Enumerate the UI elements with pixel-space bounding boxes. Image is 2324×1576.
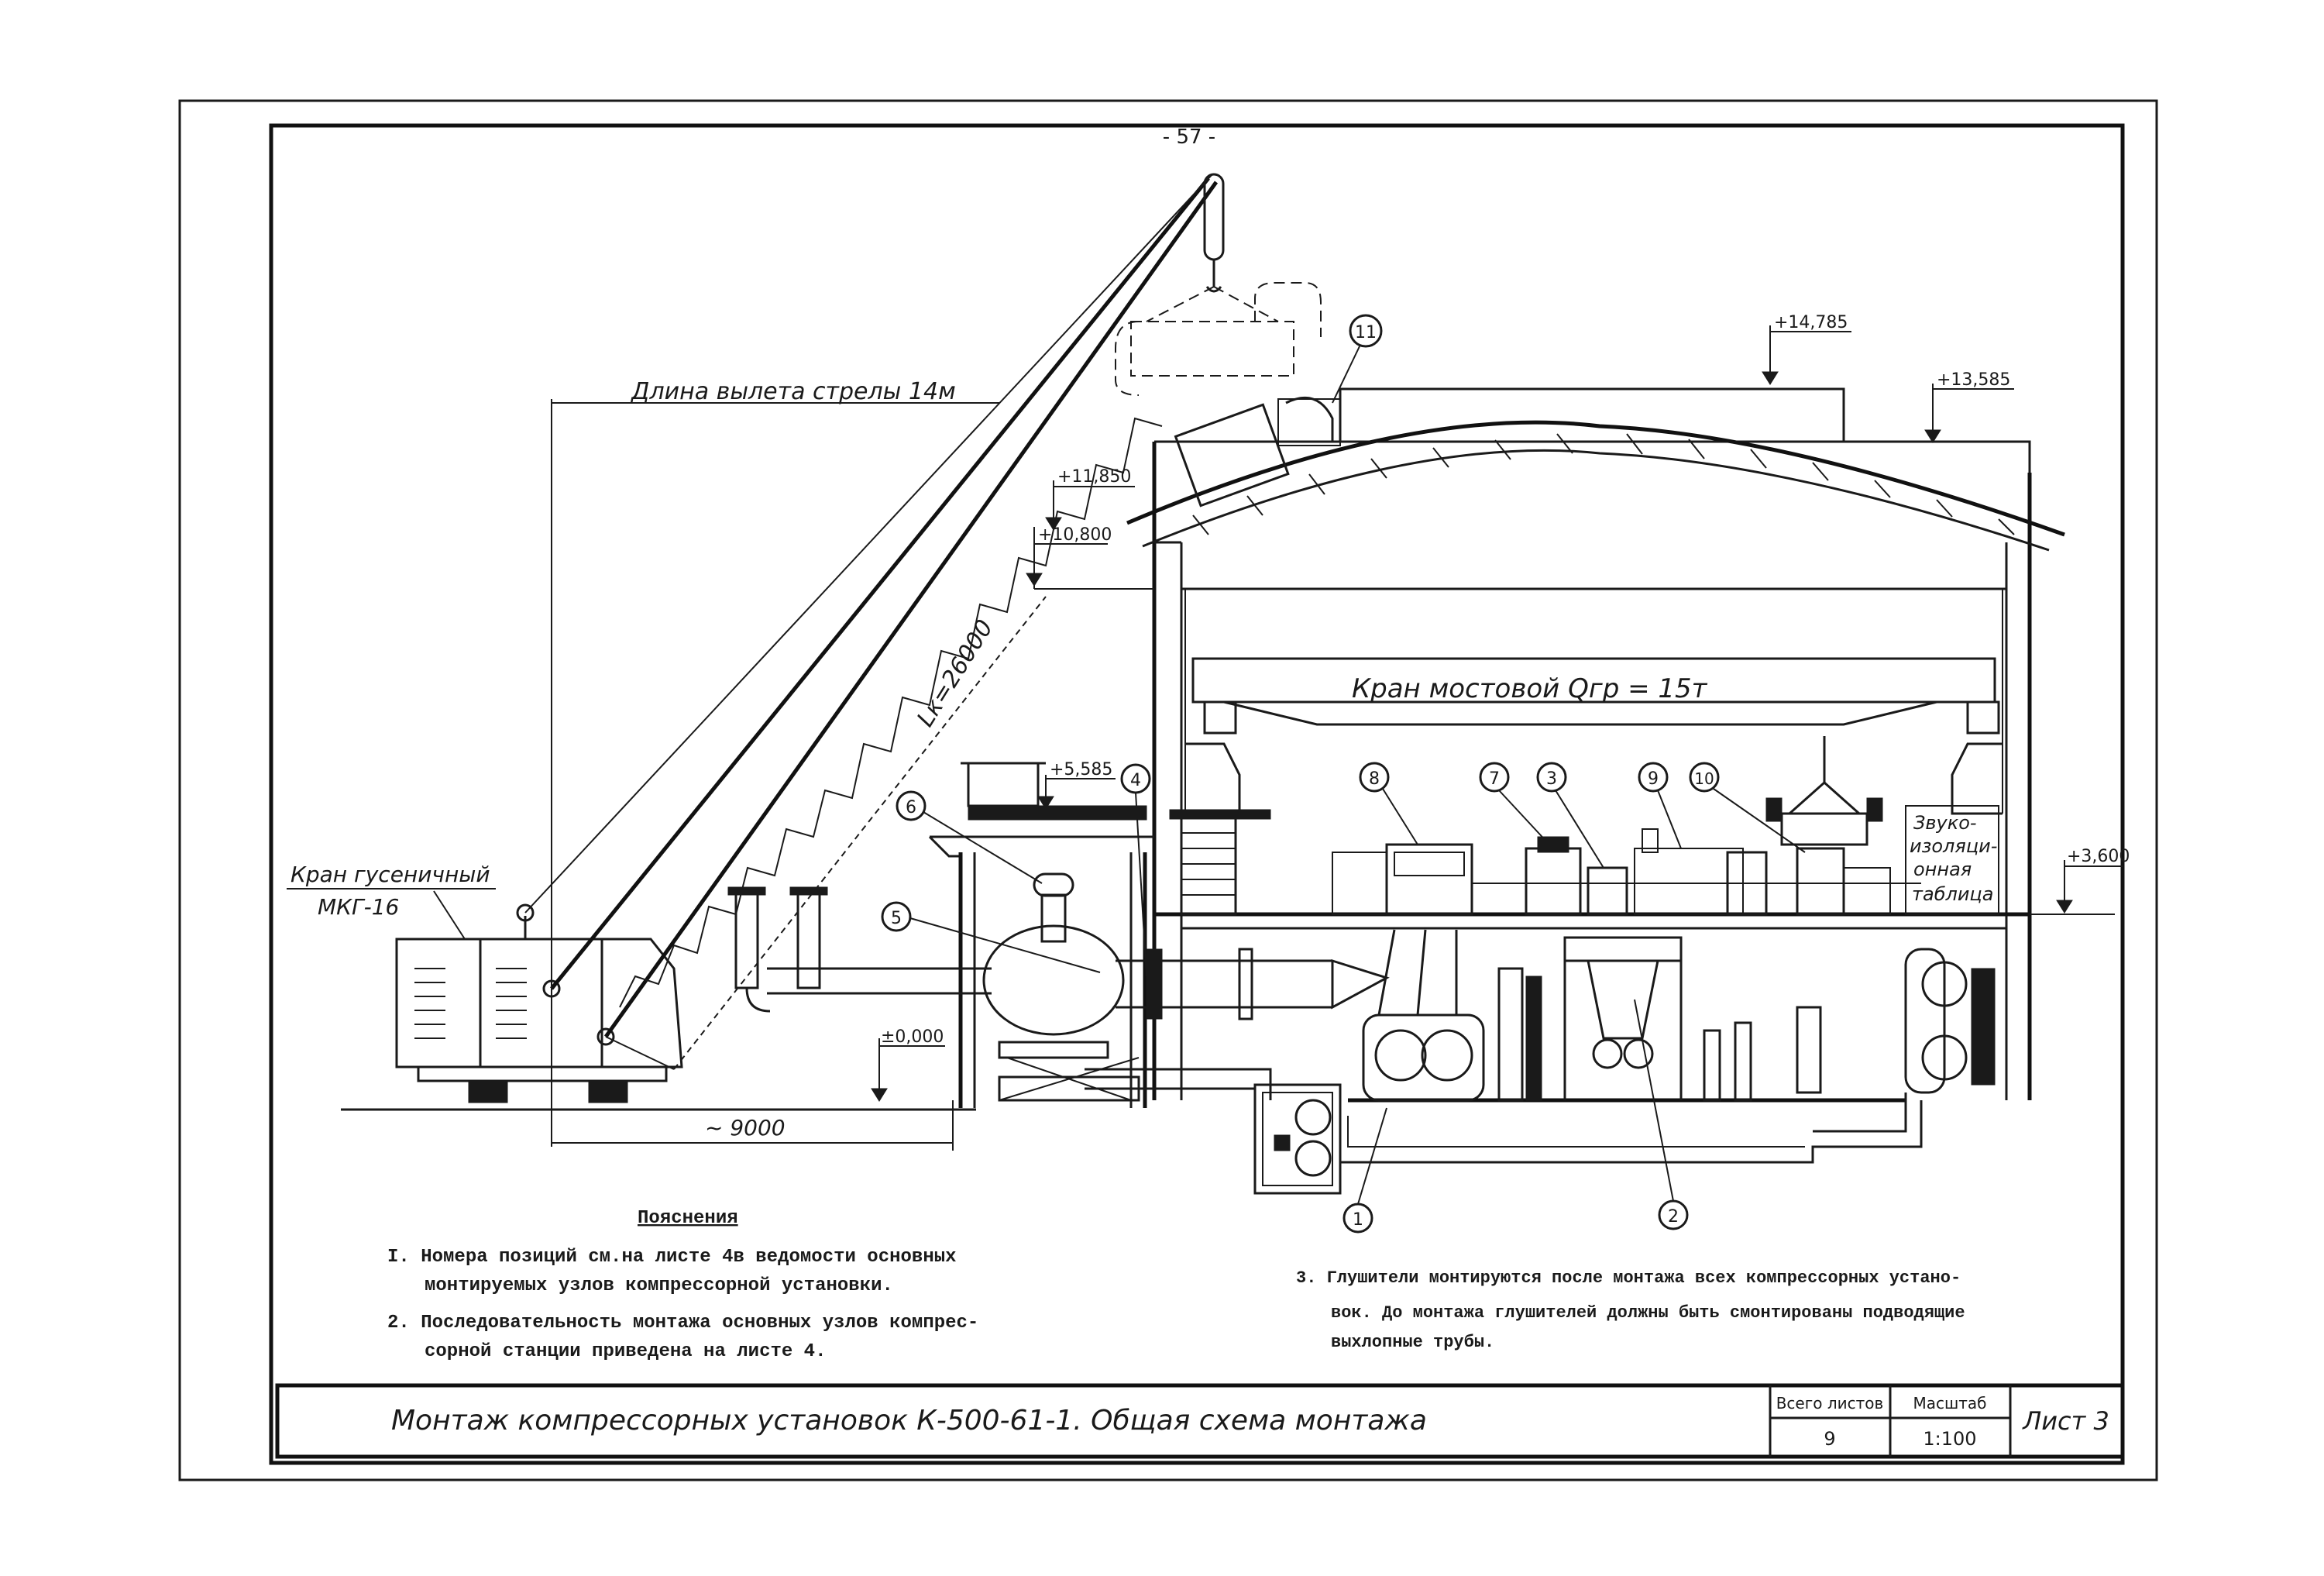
compressor-train: [1332, 736, 1921, 916]
drawing-title: Монтаж компрессорных установок К-500-61-…: [391, 1405, 1427, 1437]
elevation-marks: +14,785 +13,585 +11,850 +10,800 +5,585 +…: [871, 313, 2130, 1102]
page-number: - 57 -: [1163, 126, 1215, 149]
crawler-crane: Длина вылета стрелы 14м ~ 9000 Lк=26000 …: [287, 173, 1225, 1151]
suspended-load: [1115, 282, 1322, 396]
pos-8: 8: [1369, 769, 1380, 789]
roof-bottom-chord: [1142, 449, 2050, 552]
note2-line1: 2. Последовательность монтажа основных у…: [387, 1313, 978, 1333]
unit-10: [1796, 847, 1845, 916]
sound-panel-line2: изоляци-: [1910, 835, 1997, 857]
bridge-crane-label: Кран мостовой Qгр = 15т: [1352, 673, 1708, 704]
filter-chamber: [982, 924, 1125, 1036]
pos-4: 4: [1130, 771, 1141, 790]
bridge-crane-girder: [1191, 657, 1996, 704]
basement-equipment: [1362, 929, 1996, 1133]
track-right: [588, 1080, 628, 1103]
note3-line1: 3. Глушители монтируются после монтажа в…: [1296, 1268, 1961, 1288]
sheet-number: Лист 3: [2022, 1406, 2109, 1436]
notes-heading: Пояснения: [638, 1208, 738, 1229]
pos-10: 10: [1694, 769, 1714, 788]
total-sheets-value: 9: [1824, 1428, 1835, 1450]
note2-line2: сорной станции приведена на листе 4.: [425, 1341, 826, 1362]
silencer-block: [1174, 396, 1341, 508]
crawler-crane-label-1: Кран гусеничный: [290, 862, 490, 887]
track-left: [468, 1080, 508, 1103]
boom-upper-chord: [550, 177, 1210, 990]
pos-2: 2: [1668, 1207, 1679, 1227]
elev-13585: +13,585: [1937, 370, 2010, 390]
separator-frame: [1563, 936, 1683, 962]
elev-11850: +11,850: [1057, 467, 1131, 487]
inner-frame: [269, 123, 2125, 1465]
elev-10800: +10,800: [1038, 525, 1112, 545]
notes: Пояснения I. Номера позиций см.на листе …: [387, 1208, 1965, 1362]
elev-3600: +3,600: [2067, 847, 2130, 866]
pos-11: 11: [1355, 323, 1377, 342]
outer-frame: [178, 99, 2158, 1481]
base-distance-label: ~ 9000: [705, 1115, 786, 1141]
elev-14785: +14,785: [1774, 313, 1848, 332]
sound-panel-line4: таблица: [1912, 883, 1993, 905]
crane-cab: [395, 938, 603, 1068]
note1-line1: I. Номера позиций см.на листе 4в ведомос…: [387, 1247, 957, 1268]
gearbox-7: [1525, 847, 1582, 916]
underground-duct: [1085, 1068, 1342, 1195]
pos-3: 3: [1546, 769, 1557, 789]
elev-0000: ±0,000: [881, 1027, 944, 1047]
pos-9: 9: [1648, 769, 1659, 789]
intake-pipe: [727, 886, 1390, 1020]
boom-lower-chord: [603, 181, 1219, 1038]
stair: [1180, 816, 1237, 916]
position-callouts: 11 4 6 5 8 7 3 9 10 1 2: [881, 314, 1806, 1234]
reach-label: Длина вылета стрелы 14м: [630, 378, 956, 405]
pos-5: 5: [891, 909, 902, 928]
pos-1: 1: [1353, 1210, 1363, 1230]
crawler-crane-label-2: МКГ-16: [318, 894, 399, 920]
note1-line2: монтируемых узлов компрессорной установк…: [425, 1275, 893, 1296]
roof-top-chord: [1126, 420, 2065, 537]
cooler-1: [1362, 1013, 1485, 1102]
pos-6: 6: [906, 798, 916, 817]
elev-5585: +5,585: [1050, 760, 1112, 779]
pos-7: 7: [1489, 769, 1500, 789]
compressor-9: [1634, 848, 1744, 915]
intake-annex: [928, 762, 1154, 1108]
boom-cable: [524, 174, 1213, 914]
scale-value: 1:100: [1923, 1428, 1976, 1450]
sound-panel-line1: Звуко-: [1913, 812, 1977, 834]
boom-lattice: [619, 417, 1163, 1008]
motor-8: [1385, 843, 1473, 916]
note3-line2: вок. До монтажа глушителей должны быть с…: [1331, 1303, 1965, 1323]
total-sheets-label: Всего листов: [1776, 1394, 1884, 1413]
sound-insulation-panel: Звуко- изоляци- онная таблица: [1905, 805, 1999, 915]
title-block: Монтаж компрессорных установок К-500-61-…: [275, 1383, 2125, 1459]
sound-panel-line3: онная: [1913, 859, 1972, 880]
note3-line3: выхлопные трубы.: [1331, 1333, 1494, 1352]
scale-label: Масштаб: [1913, 1394, 1986, 1413]
coupling-3: [1587, 866, 1628, 916]
